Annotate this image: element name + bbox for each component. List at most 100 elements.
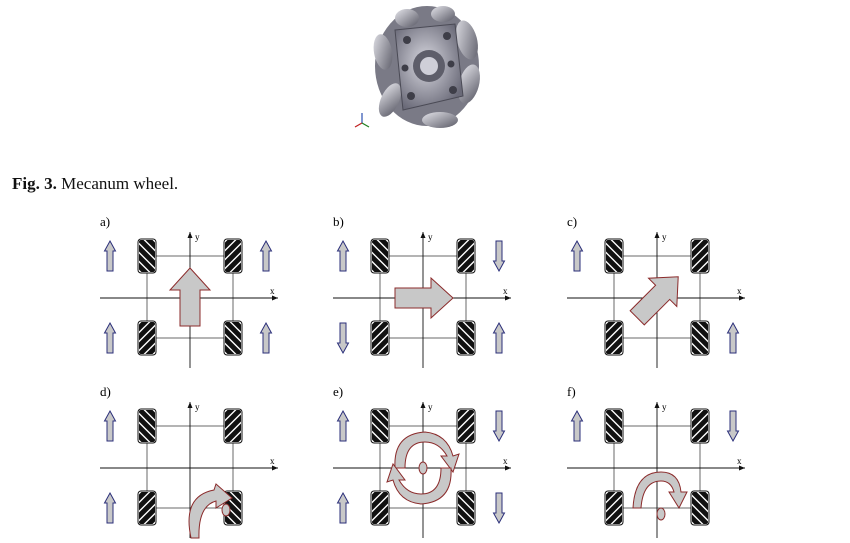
up-arrow-icon [103, 321, 117, 354]
wheel-rear-right [690, 320, 710, 356]
x-axis-label: x [270, 456, 275, 466]
wheel-front-left [604, 238, 624, 274]
down-arrow-icon [336, 322, 350, 355]
wheel-front-left [137, 238, 157, 274]
panel-letter: e) [333, 384, 343, 399]
wheel-front-right [456, 408, 476, 444]
wheel-stripes [692, 322, 708, 354]
x-axis-label: x [737, 456, 742, 466]
down-arrow-icon [492, 240, 506, 273]
motion-panel-e: e) x y [333, 384, 511, 538]
panel-letter: f) [567, 384, 576, 399]
wheel-front-left [370, 408, 390, 444]
up-arrow-icon [492, 321, 506, 354]
wheel-stripes [139, 240, 155, 272]
x-axis-label: x [737, 286, 742, 296]
x-axis-label: x [503, 456, 508, 466]
diagonal-motion-arrow [629, 276, 679, 326]
up-arrow-icon [103, 409, 117, 442]
figure-caption-text: Mecanum wheel. [61, 174, 179, 193]
figure-caption-label: Fig. 3. [12, 174, 57, 193]
wheel-front-right [223, 238, 243, 274]
x-axis-arrowhead [272, 465, 278, 471]
wheel-front-right [690, 238, 710, 274]
up-arrow-icon [259, 239, 273, 272]
x-axis-arrowhead [739, 465, 745, 471]
up-arrow-icon [570, 409, 584, 442]
rotation-arrow-upper [394, 431, 460, 474]
y-axis-label: y [195, 232, 200, 242]
wheel-rear-right [223, 320, 243, 356]
motion-panel-a: a) x y [100, 214, 278, 368]
x-axis-label: x [270, 286, 275, 296]
pivot-point [418, 461, 428, 475]
y-axis-label: y [428, 402, 433, 412]
wheel-stripes [606, 322, 622, 354]
wheel-front-left [137, 408, 157, 444]
wheel-stripes [606, 410, 622, 442]
up-arrow-icon [570, 239, 584, 272]
panel-letter: d) [100, 384, 111, 399]
y-axis-label: y [662, 232, 667, 242]
motion-panel-c: c)xy [567, 214, 745, 368]
panel-letter: b) [333, 214, 344, 229]
wheel-stripes [606, 240, 622, 272]
up-arrow-icon [259, 321, 273, 354]
down-arrow-icon [492, 410, 506, 443]
up-arrow-icon [336, 491, 350, 524]
diagonal-arrow-shape [629, 276, 679, 326]
y-axis-label: y [195, 402, 200, 412]
x-axis-arrowhead [739, 295, 745, 301]
wheel-stripes [372, 240, 388, 272]
wheel-rear-right [456, 320, 476, 356]
x-axis-arrowhead [505, 295, 511, 301]
down-arrow-icon [726, 410, 740, 443]
wheel-stripes [458, 492, 474, 524]
sideways-motion-arrow [394, 276, 454, 320]
y-axis-arrowhead [654, 232, 660, 238]
y-axis-label: y [428, 232, 433, 242]
wheel-stripes [692, 410, 708, 442]
wheel-stripes [225, 240, 241, 272]
wheel-stripes [139, 410, 155, 442]
wheel-stripes [372, 410, 388, 442]
up-arrow-icon [103, 491, 117, 524]
wheel-stripes [692, 492, 708, 524]
rotation-arrow-lower [386, 462, 452, 505]
up-arrow-icon [336, 409, 350, 442]
wheel-stripes [372, 492, 388, 524]
wheel-stripes [692, 240, 708, 272]
wheel-stripes [458, 322, 474, 354]
x-axis-arrowhead [505, 465, 511, 471]
up-arrow-icon [103, 239, 117, 272]
wheel-stripes [139, 492, 155, 524]
wheel-rear-left [370, 320, 390, 356]
wheel-rear-right [690, 490, 710, 526]
wheel-stripes [458, 240, 474, 272]
pivot-point [656, 507, 666, 521]
wheel-stripes [225, 410, 241, 442]
wheel-front-left [370, 238, 390, 274]
turn-motion-arrow [632, 471, 688, 510]
wheel-rear-left [604, 490, 624, 526]
wheel-rear-left [604, 320, 624, 356]
x-axis-label: x [503, 286, 508, 296]
motion-panel-b: b) x y [333, 214, 511, 368]
y-axis-arrowhead [420, 402, 426, 408]
wheel-front-right [456, 238, 476, 274]
wheel-stripes [225, 322, 241, 354]
pivot-point [221, 503, 231, 517]
up-arrow-icon [336, 239, 350, 272]
wheel-stripes [606, 492, 622, 524]
up-arrow-icon [726, 321, 740, 354]
mecanum-wheel-render [354, 6, 480, 128]
coordinate-triad-icon [354, 113, 370, 128]
turn-motion-arrow [188, 483, 233, 539]
panel-letter: a) [100, 214, 110, 229]
wheel-body [373, 6, 480, 128]
wheel-front-right [690, 408, 710, 444]
wheel-rear-left [370, 490, 390, 526]
wheel-rear-right [456, 490, 476, 526]
y-axis-arrowhead [654, 402, 660, 408]
